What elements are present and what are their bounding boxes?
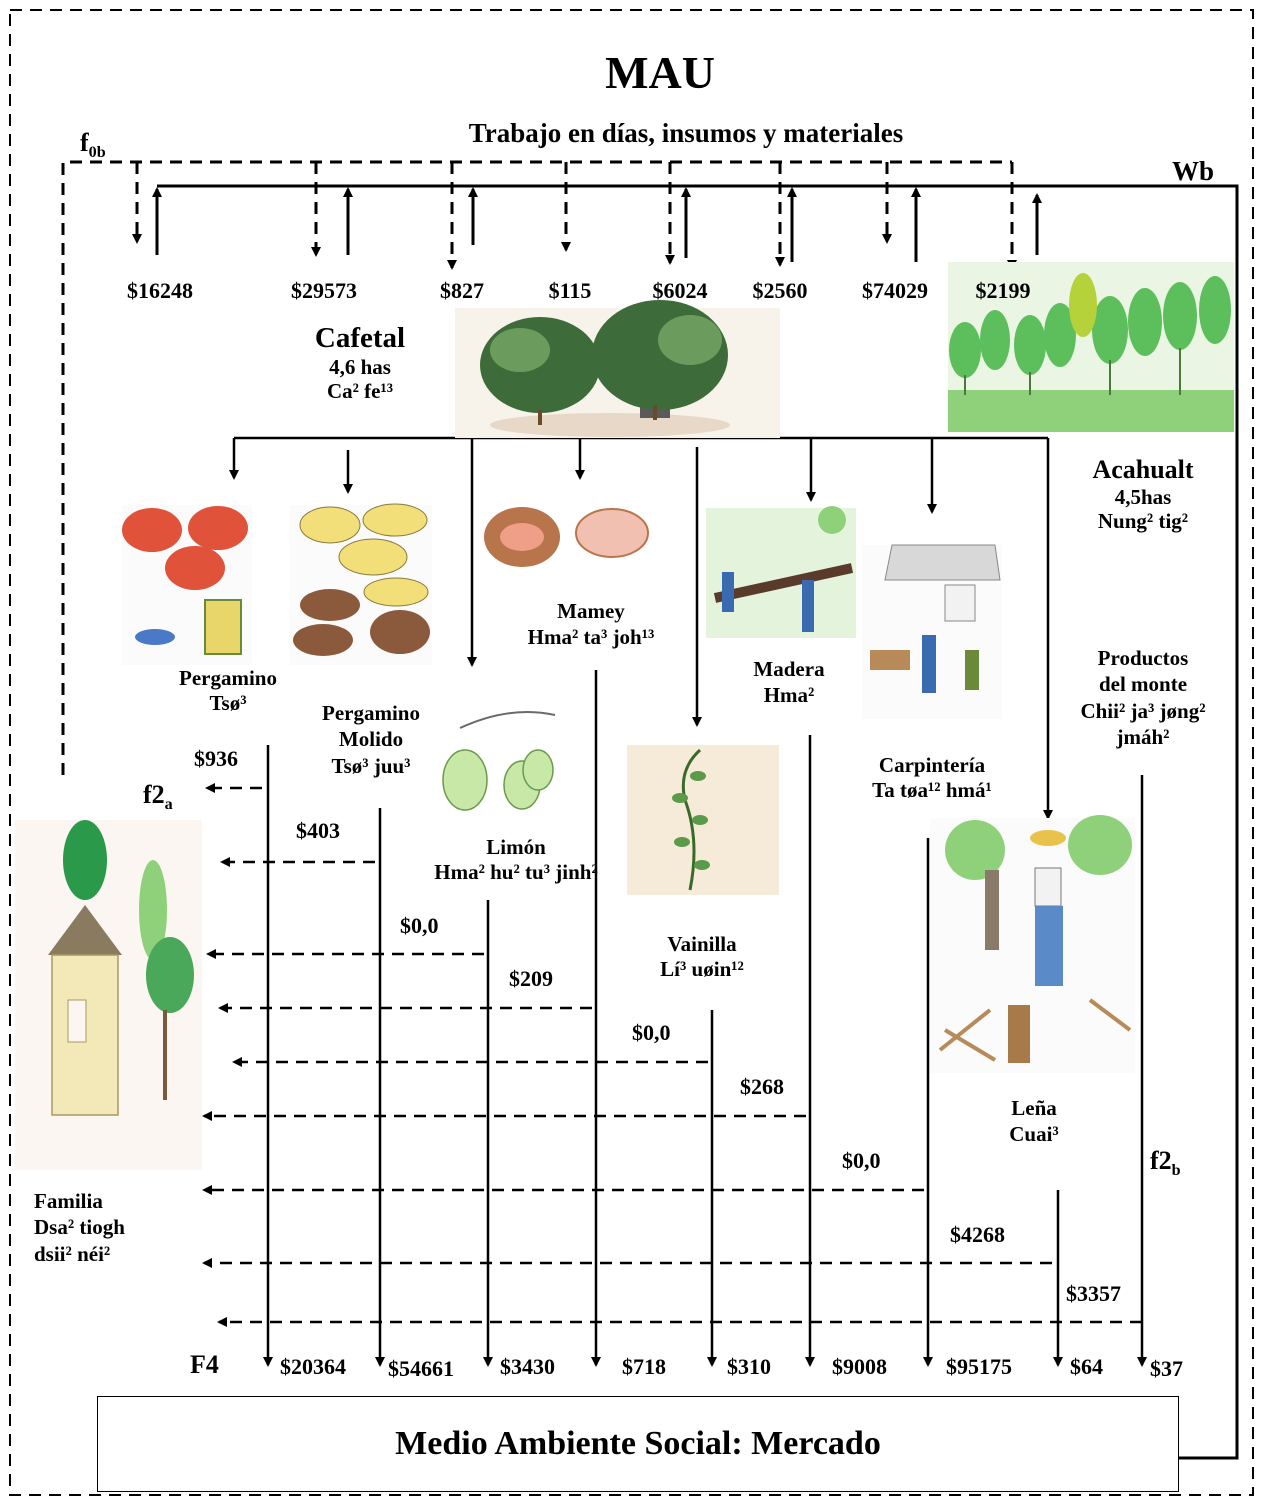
inputs-label: Trabajo en días, insumos y materiales <box>469 120 904 147</box>
cafetal-label: Cafetal 4,6 has Ca² fe¹³ <box>315 322 405 404</box>
top-value: $2199 <box>976 280 1031 302</box>
top-value: $74029 <box>862 280 928 302</box>
limon-label: Limón Hma² hu² tu³ jinh² <box>434 835 597 885</box>
market-value: $95175 <box>946 1356 1012 1378</box>
top-value: $29573 <box>291 280 357 302</box>
top-value: $115 <box>549 280 592 302</box>
pergamino-molido-label: Pergamino Molido Tsø³ juu³ <box>322 700 420 779</box>
market-box: Medio Ambiente Social: Mercado <box>97 1396 1179 1492</box>
familia-label: Familia Dsa² tiogh dsii² néi² <box>34 1188 125 1267</box>
family-value: $0,0 <box>632 1022 671 1044</box>
lena-label: Leña Cuai³ <box>1009 1095 1058 1148</box>
market-value: $64 <box>1070 1356 1103 1378</box>
f0b-label: f0b <box>80 130 106 156</box>
family-hut-illustration <box>15 820 202 1170</box>
top-value: $6024 <box>653 280 708 302</box>
wb-label: Wb <box>1172 158 1214 185</box>
market-value: $3430 <box>500 1356 555 1378</box>
family-value: $403 <box>296 820 340 842</box>
limon-illustration <box>443 712 555 810</box>
vainilla-label: Vainilla Lí³ uøin¹² <box>660 932 744 982</box>
acahual-label: Acahualt 4,5has Nung² tig² <box>1092 455 1193 533</box>
market-value: $20364 <box>280 1356 346 1378</box>
pergamino-label: Pergamino Tsø³ <box>179 666 277 716</box>
family-value: $0,0 <box>842 1150 881 1172</box>
family-value: $268 <box>740 1076 784 1098</box>
mamey-label: Mamey Hma² ta³ joh¹³ <box>528 598 655 651</box>
family-value: $4268 <box>950 1224 1005 1246</box>
market-value: $310 <box>727 1356 771 1378</box>
lena-illustration <box>930 815 1135 1073</box>
market-value: $37 <box>1150 1358 1183 1380</box>
pergamino-illustration <box>122 505 252 665</box>
top-value: $827 <box>440 280 484 302</box>
coffee-beans-illustration <box>290 504 432 665</box>
carpinteria-label: Carpintería Ta tøa¹² hmá¹ <box>872 753 992 803</box>
diagram-title: MAU <box>605 50 715 96</box>
family-value: $3357 <box>1066 1283 1121 1305</box>
family-value: $209 <box>509 968 553 990</box>
vainilla-illustration <box>627 745 779 895</box>
f4-label: F4 <box>190 1352 219 1378</box>
mamey-illustration <box>484 507 648 567</box>
market-value: $54661 <box>388 1358 454 1380</box>
market-value: $9008 <box>832 1356 887 1378</box>
market-value: $718 <box>622 1356 666 1378</box>
madera-label: Madera Hma² <box>753 656 824 709</box>
market-box-label: Medio Ambiente Social: Mercado <box>395 1425 881 1463</box>
f2b-label: f2b <box>1150 1148 1181 1174</box>
top-value: $2560 <box>753 280 808 302</box>
coffee-plant-illustration <box>455 300 780 438</box>
family-value: $936 <box>194 748 238 770</box>
carpinteria-illustration <box>862 545 1002 719</box>
f2a-label: f2a <box>143 782 173 808</box>
family-value: $0,0 <box>400 915 439 937</box>
top-value: $16248 <box>127 280 193 302</box>
madera-illustration <box>706 506 856 638</box>
productos-monte-label: Productos del monte Chii² ja³ jøng² jmáh… <box>1080 645 1205 750</box>
